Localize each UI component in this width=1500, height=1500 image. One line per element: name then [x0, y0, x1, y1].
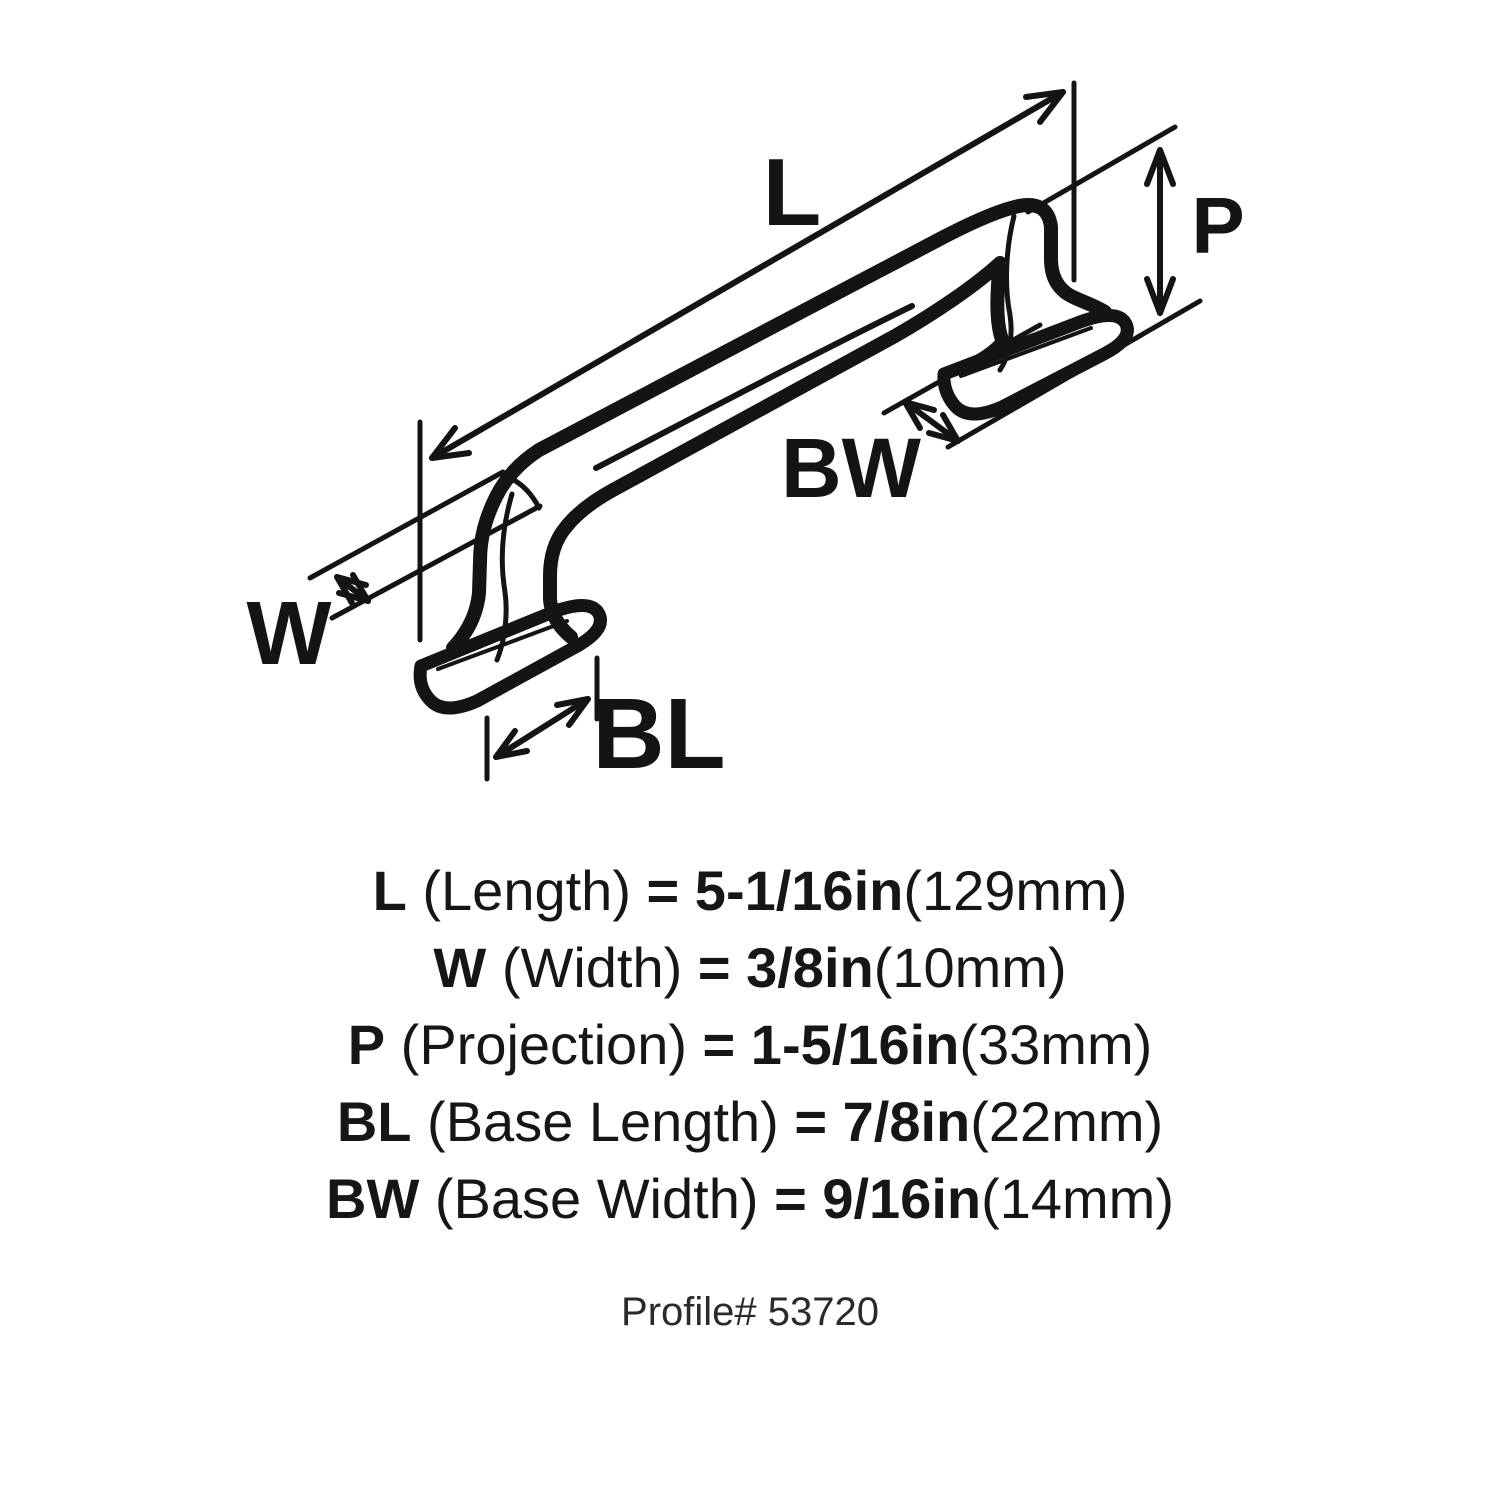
spec-row-base-length: BL (Base Length) = 7/8in(22mm)	[0, 1083, 1500, 1160]
spec-label: W	[433, 936, 487, 999]
spec-row-length: L (Length) = 5-1/16in(129mm)	[0, 852, 1500, 929]
p-extension-line-bottom	[945, 298, 1203, 450]
spec-value: = 9/16in	[774, 1167, 982, 1230]
w-extension-line-upper	[307, 469, 506, 581]
l-arrowhead-right	[1023, 89, 1066, 125]
spec-desc: (Base Width)	[419, 1167, 775, 1230]
dimension-spec-list: L (Length) = 5-1/16in(129mm) W (Width) =…	[0, 852, 1500, 1237]
label-length: L	[763, 139, 822, 246]
bw-arrowhead-upper	[902, 399, 937, 431]
spec-desc: (Length)	[406, 859, 647, 922]
spec-value: = 1-5/16in	[702, 1013, 960, 1076]
spec-value: = 5-1/16in	[646, 859, 904, 922]
spec-desc: (Width)	[486, 936, 698, 999]
l-dimension-line	[429, 89, 1066, 461]
right-foot-top-edge-line	[959, 326, 1093, 378]
label-width: W	[247, 584, 332, 684]
right-leg-crease-line	[997, 213, 1017, 373]
spec-desc: (Projection)	[385, 1013, 703, 1076]
spec-metric: (22mm)	[970, 1090, 1164, 1153]
label-base-width: BW	[781, 421, 922, 515]
profile-number: Profile# 53720	[621, 1290, 879, 1334]
spec-metric: (129mm)	[903, 859, 1128, 922]
bl-arrowhead-right	[554, 696, 591, 728]
left-foot-base	[413, 599, 607, 715]
bw-arrowhead-lower	[926, 412, 961, 444]
spec-metric: (33mm)	[959, 1013, 1153, 1076]
label-projection: P	[1191, 181, 1244, 270]
spec-value: = 3/8in	[697, 936, 874, 999]
handle-dimension-diagram: L P W BW BL	[247, 80, 1245, 790]
spec-label: L	[372, 859, 407, 922]
spec-value: = 7/8in	[794, 1090, 971, 1153]
spec-row-projection: P (Projection) = 1-5/16in(33mm)	[0, 1006, 1500, 1083]
bw-dimension-line	[902, 399, 961, 444]
l-arrowhead-left	[429, 425, 472, 461]
spec-metric: (10mm)	[873, 936, 1067, 999]
label-base-length: BL	[592, 678, 725, 790]
p-arrowhead-top	[1144, 147, 1176, 187]
bl-arrowhead-left	[493, 728, 530, 760]
bw-extension-line-upper	[881, 322, 1043, 416]
handle-outer-outline	[446, 198, 1112, 655]
spec-row-width: W (Width) = 3/8in(10mm)	[0, 929, 1500, 1006]
w-arrowhead-lower	[336, 572, 371, 604]
bar-mid-line	[593, 303, 915, 471]
spec-desc: (Base Length)	[411, 1090, 795, 1153]
spec-label: BL	[336, 1090, 412, 1153]
spec-row-base-width: BW (Base Width) = 9/16in(14mm)	[0, 1160, 1500, 1237]
bl-dimension-line	[493, 696, 591, 760]
left-bend-arc-line	[509, 476, 542, 511]
spec-label: BW	[326, 1167, 420, 1230]
spec-metric: (14mm)	[981, 1167, 1174, 1230]
p-extension-line-top	[1025, 124, 1178, 215]
spec-label: P	[347, 1013, 386, 1076]
handle-inner-outline	[543, 256, 1010, 644]
p-arrowhead-bottom	[1144, 276, 1176, 316]
